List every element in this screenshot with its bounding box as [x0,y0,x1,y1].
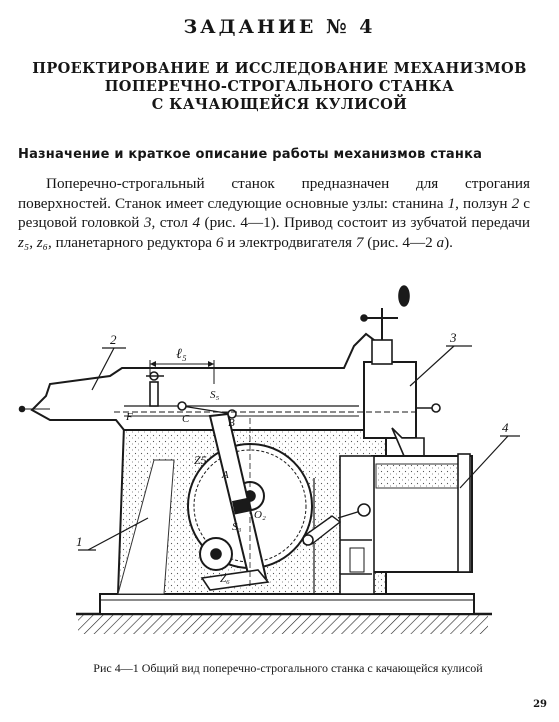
para-ref: а [436,233,445,251]
para-ref: z₅ [18,233,30,251]
para-text: (рис. 4—1). Привод состоит из зубчатой п… [200,214,530,231]
label-o2: O₂ [254,509,266,521]
heading-line-1: ПРОЕКТИРОВАНИЕ И ИССЛЕДОВАНИЕ МЕХАНИЗМОВ [32,60,527,77]
para-text: и электродвигателя [223,233,356,251]
para-text: , ползун [455,194,512,212]
rocker-arm [208,412,268,584]
label-a: A [221,469,229,481]
heading-line-2: ПОПЕРЕЧНО-СТРОГАЛЬНОГО СТАНКА [104,78,455,95]
callout-3: 3 [449,330,457,345]
para-ref: 6 [215,233,224,251]
label-z6: Z₆ [220,573,230,585]
callout-1: 1 [76,534,83,549]
page-number: 29 [533,699,547,710]
page-title: ЗАДАНИЕ № 4 [183,16,376,38]
para-text: , планетарного редуктора [48,233,216,251]
para-text: (рис. 4—2 [363,233,437,251]
para-text: , [29,233,37,251]
callout-leader-4 [459,435,509,489]
label-l5: ℓ₅ [176,347,187,362]
tool-head-body [363,361,417,439]
heading-line-3: С КАЧАЮЩЕЙСЯ КУЛИСОЙ [151,96,408,113]
callout-leader-3 [409,345,455,387]
callout-leader-1 [87,517,149,551]
floor-hatching [78,614,488,634]
base-plate [99,593,475,615]
para-text: с резцовой головкой [18,194,530,232]
para-ref: z₆ [36,233,48,251]
para-ref: 4 [192,214,201,231]
section-subheading: Назначение и краткое описание работы мех… [18,147,483,162]
para-text: ). [444,233,453,251]
label-f: F [125,411,133,423]
para-ref: 7 [355,233,364,251]
machine-drawing: 2 3 4 1 ℓ₅ S₅ Z5 Z₆ O₂ S₃ A B F C [18,285,520,634]
body-paragraph: Поперечно-строгальный станок предназначе… [18,174,530,252]
callout-4: 4 [502,420,509,435]
chapter-heading: ПРОЕКТИРОВАНИЕ И ИССЛЕДОВАНИЕ МЕХАНИЗМОВ… [0,60,559,114]
label-z5: Z5 [194,453,207,467]
para-text: Поперечно-строгальный станок предназначе… [18,175,530,212]
label-s3: S₃ [232,521,242,533]
para-text: , стол [151,214,193,231]
label-b: B [228,417,235,429]
para-ref: 2 [511,194,520,212]
callout-2: 2 [110,332,117,347]
figure-caption: Рис 4—1 Общий вид поперечно-строгального… [93,661,483,675]
label-c: C [182,413,190,425]
callout-leader-2 [91,347,115,391]
para-ref: 3 [143,214,152,231]
para-ref: 1 [447,194,456,212]
label-s5: S₅ [210,389,220,401]
